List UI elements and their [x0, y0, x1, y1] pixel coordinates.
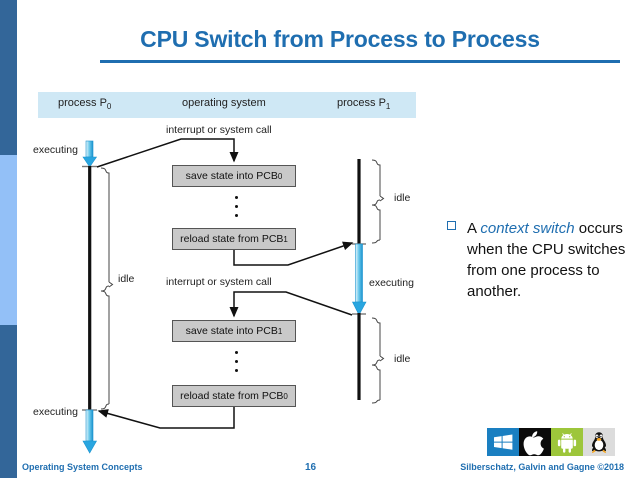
- bullet-rest: occurs when the CPU switches from one pr…: [467, 220, 626, 300]
- bullet-highlight-term: context switch: [480, 220, 575, 237]
- apple-logo-tile: [519, 428, 551, 456]
- cpu-switch-diagram: process P0 operating system process P1 i…: [33, 92, 416, 454]
- timeline-p1: [352, 159, 385, 404]
- windows-logo-tile: [487, 428, 519, 456]
- column-label-subscript: 1: [385, 102, 391, 112]
- footer-page-number: 16: [305, 462, 317, 473]
- title-underline-rule: [100, 60, 620, 63]
- state-label-idle-p0: idle: [118, 273, 135, 285]
- ellipsis-dots-bottom: [233, 351, 239, 378]
- column-label-text: process P: [337, 97, 386, 109]
- state-label-executing-p1: executing: [369, 277, 414, 289]
- footer-book-title: Operating System Concepts: [22, 462, 143, 472]
- executing-arrow-p0-bottom: [82, 409, 98, 454]
- state-label-idle-p1-bottom: idle: [394, 353, 411, 365]
- executing-arrow-p1: [352, 243, 367, 316]
- linux-tux-logo-tile: [583, 428, 615, 456]
- interrupt-label-bottom: interrupt or system call: [166, 276, 272, 288]
- column-label-operating-system: operating system: [182, 97, 266, 109]
- executing-arrow-p0-top: [82, 140, 98, 168]
- box-label: reload state from PCB: [180, 390, 284, 402]
- footer-copyright: Silberschatz, Galvin and Gagne ©2018: [460, 462, 624, 472]
- android-logo-icon: [557, 433, 577, 453]
- state-label-idle-p1-top: idle: [394, 192, 411, 204]
- apple-logo-icon: [523, 431, 544, 456]
- state-label-executing-p0-top: executing: [33, 144, 78, 156]
- connector-p1-to-save1: [229, 291, 353, 318]
- ellipsis-dots-top: [233, 196, 239, 223]
- rail-segment-middle: [0, 155, 17, 325]
- box-label: reload state from PCB: [180, 233, 284, 245]
- rail-segment-bottom: [0, 325, 17, 478]
- diagram-column-header-band: [38, 92, 416, 118]
- windows-logo-icon: [494, 434, 513, 450]
- column-label-text: process P: [58, 97, 107, 109]
- square-outline-bullet-icon: [447, 221, 456, 230]
- timeline-p0: [82, 140, 114, 454]
- connector-reload0-to-p0: [97, 407, 235, 429]
- box-label-subscript: 0: [283, 391, 288, 401]
- state-label-executing-p0-bottom: executing: [33, 406, 78, 418]
- box-label: save state into PCB: [185, 170, 278, 182]
- linux-tux-logo-icon: [591, 432, 607, 453]
- connector-p0-to-save0: [96, 138, 239, 168]
- android-logo-tile: [551, 428, 583, 456]
- bullet-lead: A: [467, 220, 481, 237]
- column-label-subscript: 0: [106, 102, 112, 112]
- connector-reload1-to-p1: [233, 241, 354, 266]
- page-title: CPU Switch from Process to Process: [140, 26, 540, 52]
- column-label-text: operating system: [182, 97, 266, 109]
- os-logo-strip: [487, 428, 617, 456]
- interrupt-label-top: interrupt or system call: [166, 124, 272, 136]
- box-label-subscript: 1: [283, 234, 288, 244]
- box-label-subscript: 0: [277, 171, 283, 181]
- box-label-subscript: 1: [277, 326, 283, 336]
- left-decorative-rail: [0, 0, 17, 478]
- column-label-process-p1: process P1: [337, 97, 390, 111]
- diagram-vector-layer: [82, 138, 385, 454]
- box-label: save state into PCB: [185, 325, 278, 337]
- column-label-process-p0: process P0: [58, 97, 111, 111]
- rail-segment-top: [0, 0, 17, 155]
- bullet-block: A context switch occurs when the CPU swi…: [447, 218, 633, 302]
- bullet-text: A context switch occurs when the CPU swi…: [467, 218, 633, 302]
